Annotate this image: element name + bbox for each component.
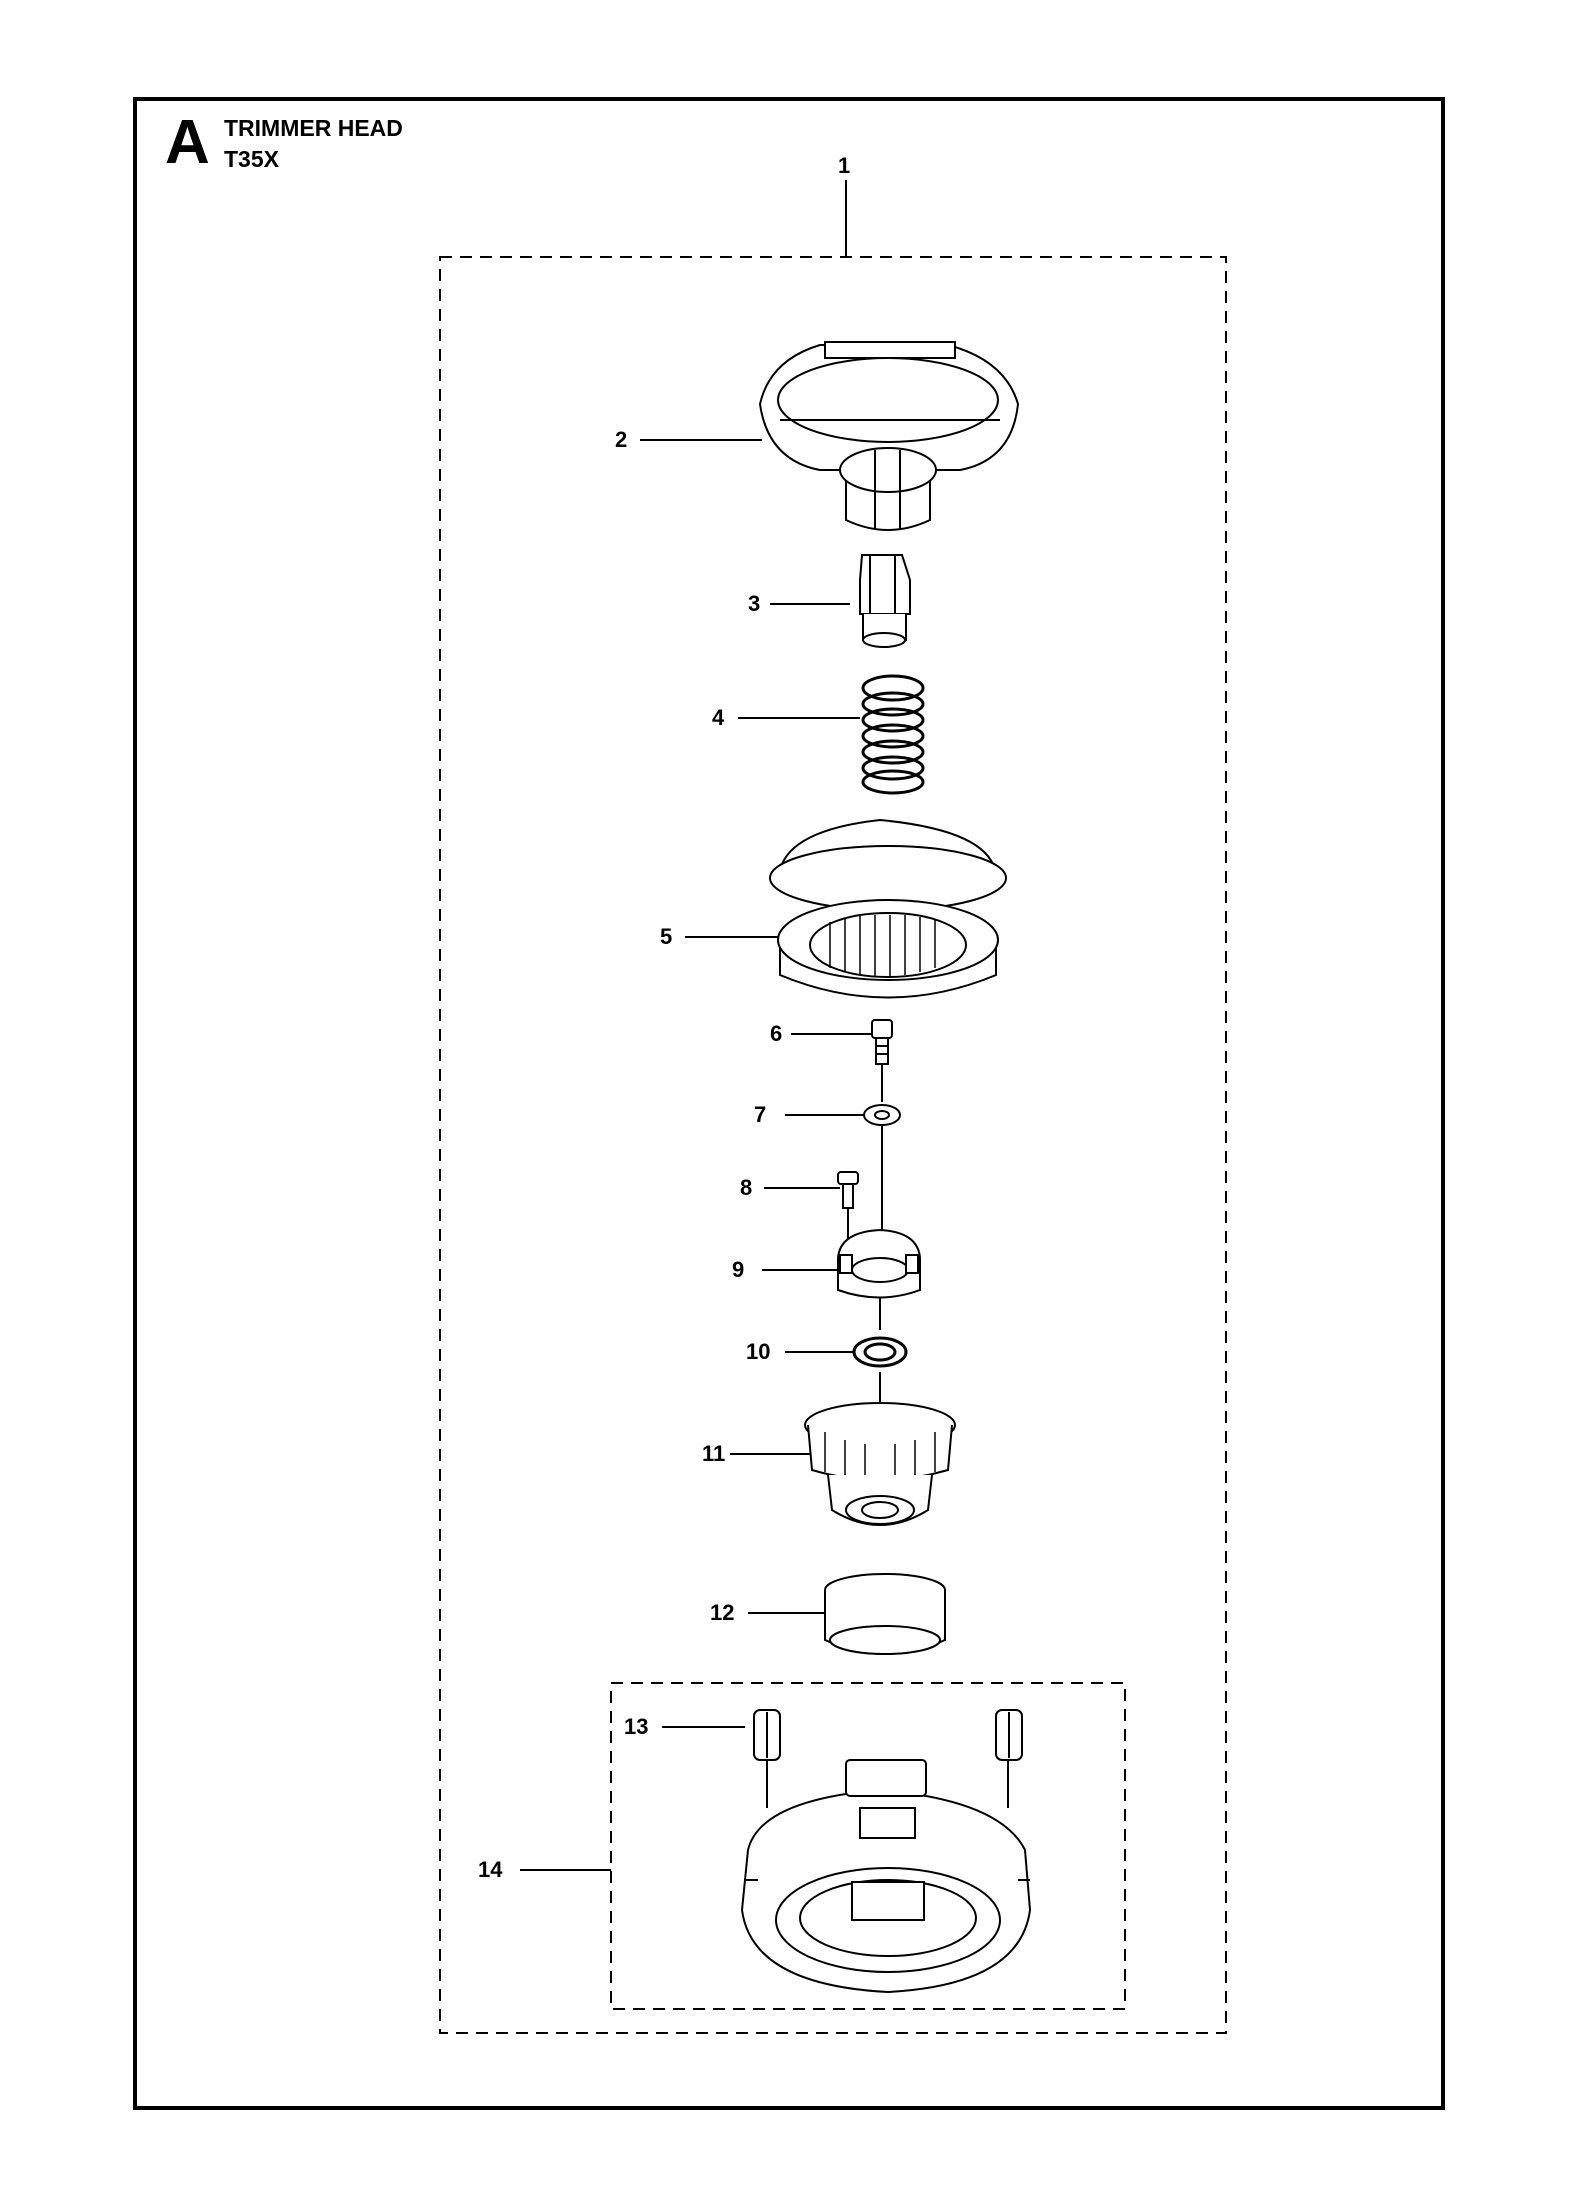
part-8-screw (837, 1171, 859, 1209)
callout-12: 12 (710, 1600, 735, 1625)
callout-3: 3 (748, 591, 761, 616)
drawing-frame (133, 97, 1445, 2110)
part-11-knob (804, 1402, 956, 1526)
callout-11: 11 (702, 1441, 726, 1466)
assembly-boundary (439, 256, 1227, 2034)
part-5-spool (769, 818, 1007, 999)
part-4-spring (861, 674, 925, 795)
part-10-ring (852, 1336, 908, 1368)
part-7-washer (863, 1104, 901, 1126)
section-letter: A (165, 108, 210, 177)
model-name: T35X (224, 146, 279, 172)
callout-2: 2 (615, 427, 628, 452)
callout-13: 13 (624, 1714, 649, 1739)
callout-5: 5 (660, 924, 673, 949)
part-14-bottom-housing (740, 1759, 1032, 1994)
part-9-retainer (837, 1228, 921, 1299)
part-3-nut (859, 554, 911, 648)
callout-14: 14 (478, 1857, 503, 1882)
part-13-eyelets (753, 1709, 1023, 1761)
callout-10: 10 (746, 1339, 771, 1364)
callout-7: 7 (754, 1102, 767, 1127)
callout-9: 9 (732, 1257, 745, 1282)
callout-1: 1 (838, 153, 851, 178)
part-6-screw (871, 1019, 893, 1065)
callout-8: 8 (740, 1175, 753, 1200)
diagram-title: TRIMMER HEAD (224, 115, 403, 141)
callout-4: 4 (712, 705, 725, 730)
callout-6: 6 (770, 1021, 783, 1046)
part-2-hub-cap (758, 341, 1020, 531)
part-12-cover-cap (824, 1573, 946, 1655)
